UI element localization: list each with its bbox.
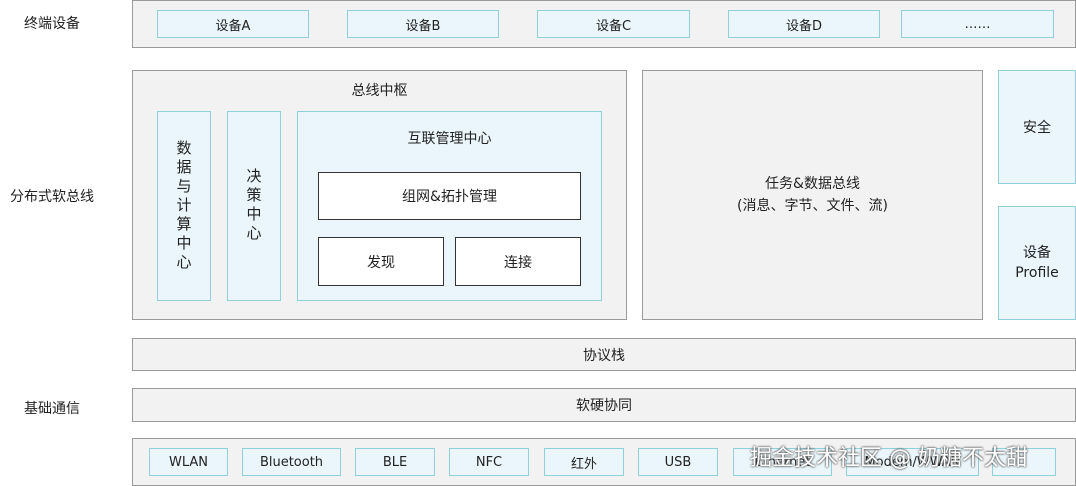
row-label-distributed: 分布式软总线 (10, 189, 94, 205)
comm-item: BLE (355, 448, 435, 476)
row-label-terminal: 终端设备 (24, 16, 80, 32)
task-data-bus-title: 任务&数据总线 (765, 176, 860, 192)
connection-box: 连接 (455, 237, 581, 286)
device-profile-box: 设备 Profile (998, 206, 1076, 320)
device-box: 设备B (347, 10, 499, 38)
device-box: 设备A (157, 10, 309, 38)
device-profile-line1: 设备 (1023, 245, 1051, 261)
device-box: 设备C (537, 10, 690, 38)
comm-item: Bluetooth (242, 448, 341, 476)
security-box: 安全 (998, 70, 1076, 184)
interconnect-center-title: 互联管理中心 (407, 131, 492, 147)
decision-center-label: 决策中心 (244, 168, 263, 244)
networking-topology-box: 组网&拓扑管理 (318, 172, 581, 220)
decision-center: 决策中心 (227, 111, 281, 301)
hw-sw-coop-bar: 软硬协同 (132, 388, 1076, 422)
task-data-bus: 任务&数据总线 (消息、字节、文件、流) (642, 70, 983, 320)
comm-item: WLAN (149, 448, 228, 476)
comm-item: Modem/WWAN (846, 448, 979, 476)
device-box: 设备D (728, 10, 880, 38)
device-profile-line2: Profile (1015, 265, 1059, 281)
device-box: …… (901, 10, 1054, 38)
data-compute-center: 数据与计算中心 (157, 111, 211, 301)
comm-item: 红外 (544, 448, 624, 476)
discovery-box: 发现 (318, 237, 444, 286)
row-label-basic: 基础通信 (24, 401, 80, 417)
data-compute-center-label: 数据与计算中心 (174, 139, 193, 273)
protocol-stack-bar: 协议栈 (132, 338, 1076, 371)
comm-item: Ethernet (733, 448, 832, 476)
bus-hub-title: 总线中枢 (351, 83, 408, 99)
comm-item: USB (638, 448, 718, 476)
watermark: 掘金技术社区 @ 奶糖不太甜 (750, 446, 1028, 471)
task-data-bus-subtitle: (消息、字节、文件、流) (737, 198, 888, 214)
comm-item (992, 448, 1056, 476)
comm-item: NFC (449, 448, 529, 476)
